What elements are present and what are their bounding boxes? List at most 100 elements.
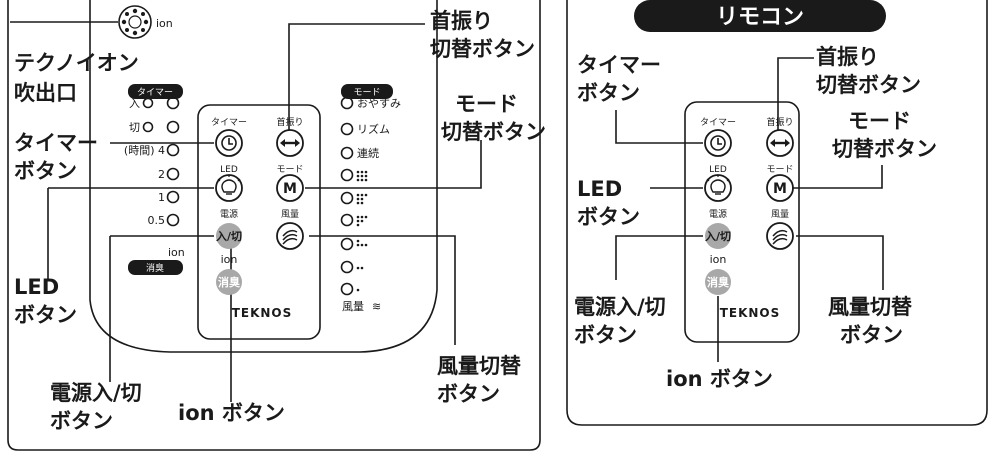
mode-badge-text: モード bbox=[353, 88, 380, 98]
mode-small-label: モード bbox=[276, 165, 303, 175]
wind-icon bbox=[772, 229, 788, 245]
speed-dots bbox=[356, 288, 360, 292]
callout-timer: ボタン bbox=[14, 159, 77, 183]
wind-small-label: 風量 bbox=[281, 209, 299, 220]
timer-row: (時間) 4 bbox=[124, 144, 165, 157]
callout-techno-ion: テクノイオン bbox=[14, 51, 139, 75]
left-right-arrow-icon bbox=[770, 139, 790, 147]
ion-button-label: 消臭 bbox=[218, 275, 240, 289]
deodor-badge bbox=[128, 260, 183, 275]
remote-outline bbox=[684, 101, 800, 343]
callout-wind: 風量切替 bbox=[828, 295, 912, 319]
wind-button[interactable] bbox=[276, 222, 304, 250]
remote-body-remote: タイマー 首振り LED bbox=[684, 101, 800, 343]
main-callout-labels: テクノイオン 吹出口 タイマー ボタン LED ボタン 電源入/切 ボタン io… bbox=[14, 9, 546, 433]
callout-swing: 首振り bbox=[430, 9, 493, 33]
mode-button-label: M bbox=[283, 181, 297, 197]
mode-small-label: モード bbox=[766, 165, 793, 175]
clock-icon bbox=[221, 135, 237, 151]
callout-swing: 切替ボタン bbox=[430, 37, 535, 61]
timer-row: 2 bbox=[158, 168, 165, 181]
mode-row: おやすみ bbox=[357, 97, 401, 110]
remote-frame bbox=[566, 0, 988, 426]
timer-row: 入 bbox=[129, 97, 140, 110]
mode-row: 連続 bbox=[357, 146, 379, 160]
ion-button-label: 消臭 bbox=[707, 275, 729, 289]
main-callout-lines bbox=[10, 21, 482, 402]
power-button[interactable]: 入/切 bbox=[216, 223, 242, 249]
swing-small-label: 首振り bbox=[766, 116, 793, 128]
callout-mode: 切替ボタン bbox=[832, 137, 937, 161]
wind-small-label: 風量 bbox=[771, 209, 789, 220]
callout-power: ボタン bbox=[50, 409, 113, 433]
led-button[interactable] bbox=[215, 174, 243, 202]
callout-ion: ion ボタン bbox=[178, 401, 285, 425]
clock-icon bbox=[710, 135, 726, 151]
power-small-label: 電源 bbox=[220, 209, 238, 220]
remote-body-main: タイマー 首振り LED モード bbox=[197, 104, 321, 340]
swing-button[interactable] bbox=[276, 129, 304, 157]
timer-small-label: タイマー bbox=[211, 117, 247, 128]
timer-button[interactable] bbox=[704, 129, 732, 157]
wind-label: 風量 bbox=[342, 300, 364, 313]
callout-mode: モード bbox=[455, 92, 518, 116]
wind-icon bbox=[282, 229, 298, 245]
timer-row: 0.5 bbox=[148, 214, 166, 227]
callout-power: 電源入/切 bbox=[50, 381, 142, 405]
timer-button[interactable] bbox=[215, 129, 243, 157]
mode-badge bbox=[341, 84, 393, 99]
ion-outlet bbox=[118, 5, 152, 39]
speed-dots bbox=[356, 170, 368, 182]
power-small-label: 電源 bbox=[709, 209, 727, 220]
mode-button-label: M bbox=[773, 181, 787, 197]
remote-callout-lines bbox=[615, 57, 884, 362]
ion-deodor-button[interactable]: 消臭 bbox=[705, 269, 731, 295]
timer-badge bbox=[128, 84, 183, 99]
remote-callout-labels: タイマー ボタン 首振り 切替ボタン モード 切替ボタン LED ボタン 電源入… bbox=[574, 45, 937, 391]
swing-button[interactable] bbox=[766, 129, 794, 157]
callout-wind: 風量切替 bbox=[437, 354, 521, 378]
mode-indicator-list: おやすみ リズム 連続 bbox=[340, 96, 401, 313]
callout-wind: ボタン bbox=[840, 323, 903, 347]
speed-dots bbox=[356, 215, 368, 227]
mode-button[interactable]: M bbox=[766, 174, 794, 202]
timer-indicator-list: 入 切 (時間) 4 2 1 0.5 bbox=[124, 96, 180, 227]
led-button[interactable] bbox=[704, 174, 732, 202]
remote-title-badge bbox=[634, 0, 886, 32]
callout-power: ボタン bbox=[574, 323, 637, 347]
ion-small-label: ion bbox=[221, 253, 238, 266]
remote-outline bbox=[197, 104, 321, 340]
remote-title: リモコン bbox=[716, 5, 804, 30]
mode-button[interactable]: M bbox=[276, 174, 304, 202]
wind-symbol: ≋ bbox=[372, 300, 381, 313]
timer-row: 切 bbox=[129, 121, 140, 134]
power-button[interactable]: 入/切 bbox=[705, 223, 731, 249]
brand-logo: TEKNOS bbox=[232, 306, 293, 320]
led-small-label: LED bbox=[220, 165, 238, 175]
ion-small-label: ion bbox=[168, 246, 185, 259]
power-button-label: 入/切 bbox=[216, 230, 242, 243]
ion-small-label: ion bbox=[710, 253, 727, 266]
mode-row: リズム bbox=[357, 122, 390, 136]
swing-small-label: 首振り bbox=[276, 116, 303, 128]
light-bulb-icon bbox=[706, 175, 730, 195]
left-right-arrow-icon bbox=[280, 139, 300, 147]
callout-led: ボタン bbox=[14, 303, 77, 327]
remote-control-diagram: リモコン タイマー 首振り LED bbox=[566, 0, 988, 426]
timer-row: 1 bbox=[158, 191, 165, 204]
brand-logo: TEKNOS bbox=[720, 306, 781, 320]
callout-timer: タイマー bbox=[577, 53, 661, 77]
callout-timer: ボタン bbox=[577, 81, 640, 105]
timer-small-label: タイマー bbox=[700, 117, 736, 128]
wind-button[interactable] bbox=[766, 222, 794, 250]
speed-dots bbox=[356, 266, 364, 270]
callout-swing: 首振り bbox=[816, 45, 879, 69]
callout-swing: 切替ボタン bbox=[816, 73, 921, 97]
callout-ion: ion ボタン bbox=[666, 367, 773, 391]
callout-mode: モード bbox=[848, 109, 911, 133]
callout-led: LED bbox=[14, 275, 59, 299]
speed-dots bbox=[356, 239, 368, 247]
callout-led: ボタン bbox=[577, 205, 640, 229]
ion-deodor-button[interactable]: 消臭 bbox=[216, 269, 242, 295]
callout-led: LED bbox=[577, 177, 622, 201]
